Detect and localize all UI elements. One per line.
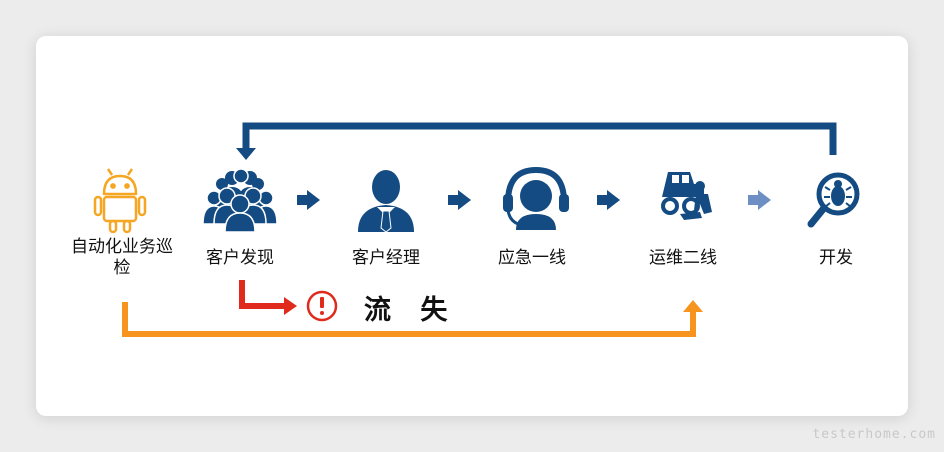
flow-arrow: [448, 190, 471, 210]
automation-line: [122, 302, 696, 337]
node-label-auto: 自动化业务巡检: [71, 237, 173, 278]
loss-line: [239, 280, 286, 309]
businessman-icon: [358, 170, 414, 233]
watermark: testerhome.com: [812, 427, 936, 442]
flow-arrow: [297, 190, 320, 210]
android-icon: [93, 168, 147, 234]
node-label-first: 应急一线: [498, 248, 566, 268]
repair-vehicle-icon: [661, 172, 712, 220]
feedback-line: [242, 122, 837, 155]
flow-arrow: [597, 190, 620, 210]
feedback-arrowhead: [236, 148, 256, 160]
node-label-manager: 客户经理: [352, 248, 420, 268]
node-label-dev: 开发: [819, 248, 853, 268]
bug-search-icon: [807, 172, 860, 228]
people-group-icon: [202, 168, 278, 233]
loss-arrowhead: [284, 297, 297, 315]
headset-icon: [503, 166, 569, 230]
alert-circle-icon: [306, 290, 338, 322]
node-label-discover: 客户发现: [206, 248, 274, 268]
loss-label: 流 失: [364, 295, 458, 326]
node-label-second: 运维二线: [649, 248, 717, 268]
automation-arrowhead: [683, 300, 703, 312]
diagram-card: [36, 36, 908, 416]
flow-arrow: [748, 190, 771, 210]
